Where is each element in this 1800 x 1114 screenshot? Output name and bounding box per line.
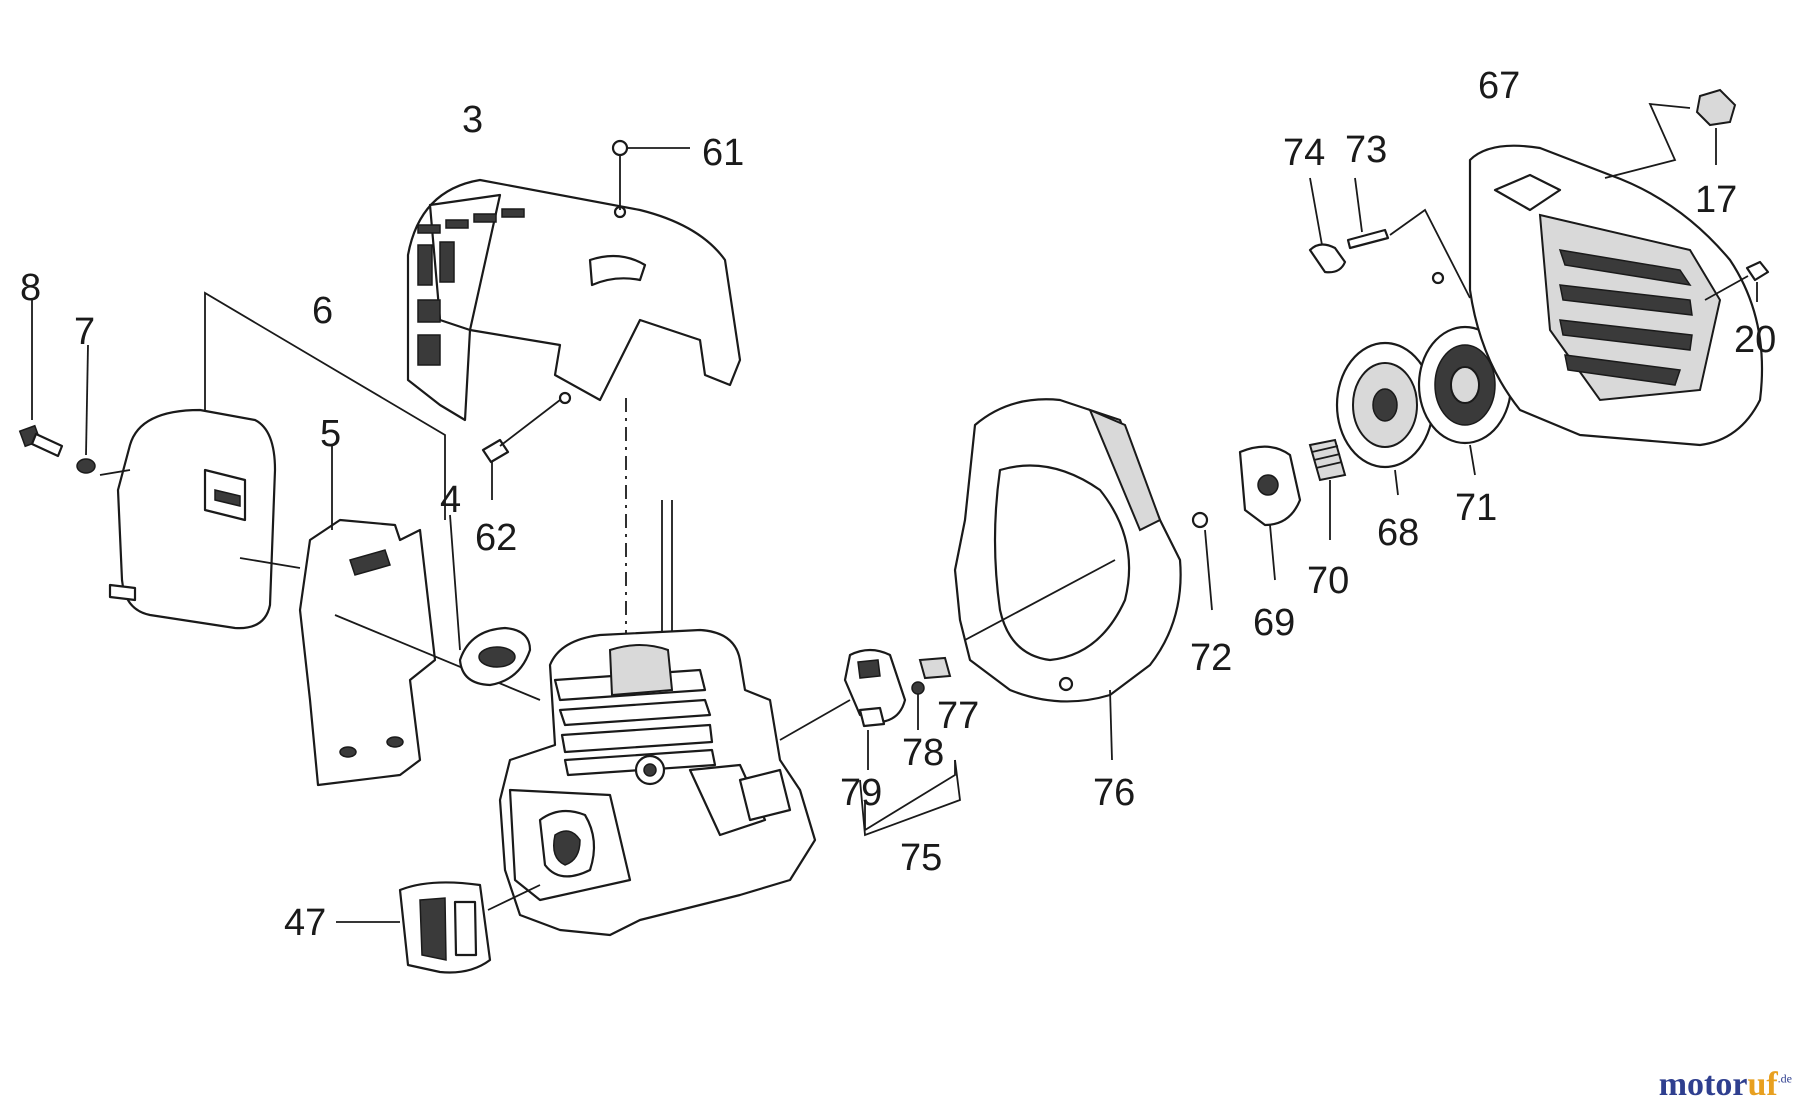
pin-78 <box>911 681 925 730</box>
pulley-68 <box>1335 341 1435 496</box>
bolt-8 <box>18 300 64 458</box>
gasket-4 <box>449 514 532 687</box>
fan-housing-76 <box>953 398 1182 761</box>
washer-7 <box>76 344 96 474</box>
intake-insulator-47 <box>336 881 541 974</box>
callout-69: 69 <box>1253 602 1295 644</box>
gasket-plate-5 <box>239 445 541 787</box>
handle-74 <box>1308 177 1347 274</box>
callout-3: 3 <box>462 99 483 141</box>
engine-block-part <box>498 500 817 937</box>
starter-housing-67 <box>1431 144 1764 447</box>
callout-78: 78 <box>902 732 944 774</box>
watermark: motoruf.de <box>1658 1066 1792 1103</box>
callout-17: 17 <box>1695 179 1737 221</box>
callout-71: 71 <box>1455 487 1497 529</box>
flywheel-clutch-part <box>779 648 907 741</box>
screw-72 <box>1191 511 1213 611</box>
callout-77: 77 <box>937 695 979 737</box>
callout-20: 20 <box>1734 319 1776 361</box>
screw-20 <box>1704 260 1770 302</box>
callout-5: 5 <box>320 413 341 455</box>
group-bracket-75 <box>859 759 961 837</box>
callout-8: 8 <box>20 267 41 309</box>
bracket-75 <box>864 730 956 832</box>
callout-70: 70 <box>1307 560 1349 602</box>
callout-6: 6 <box>312 290 333 332</box>
callout-4: 4 <box>440 479 461 521</box>
callout-72: 72 <box>1190 637 1232 679</box>
callout-68: 68 <box>1377 512 1419 554</box>
callout-47: 47 <box>284 902 326 944</box>
muffler-part <box>99 408 277 630</box>
screw-61 <box>611 139 629 210</box>
callout-75: 75 <box>900 837 942 879</box>
callout-labels: 3 61 8 7 6 5 4 62 47 74 73 67 17 20 71 6… <box>20 65 1776 944</box>
spring-70 <box>1308 438 1347 540</box>
callout-7: 7 <box>74 311 95 353</box>
callout-62: 62 <box>475 517 517 559</box>
leader-6 <box>204 291 446 520</box>
engine-cover-part <box>406 178 742 422</box>
callout-73: 73 <box>1345 129 1387 171</box>
callout-61: 61 <box>702 132 744 174</box>
callout-67: 67 <box>1478 65 1520 107</box>
callout-76: 76 <box>1093 772 1135 814</box>
bolt-73 <box>1346 177 1471 299</box>
nut-17 <box>1604 88 1737 179</box>
bolt-62 <box>481 399 561 500</box>
callout-74: 74 <box>1283 132 1325 174</box>
spring-77 <box>918 656 952 680</box>
plate-69 <box>1238 445 1302 581</box>
